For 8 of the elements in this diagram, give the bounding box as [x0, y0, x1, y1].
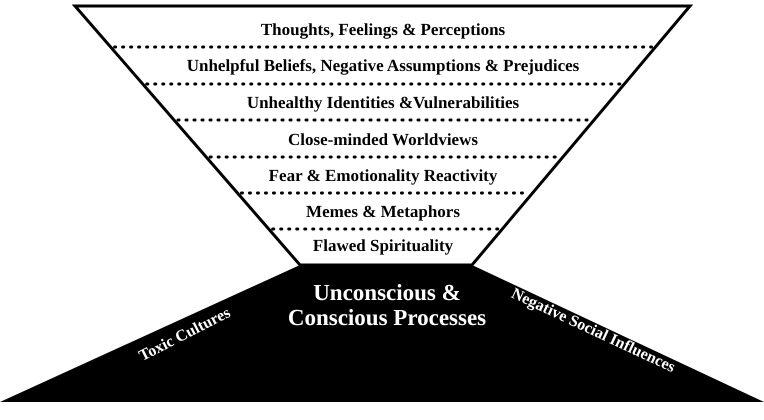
center-heading: Unconscious & Conscious Processes	[286, 280, 488, 330]
funnel-layer: Fear & Emotionality Reactivity	[268, 165, 498, 187]
funnel-layer: Unhelpful Beliefs, Negative Assumptions & Prejudices	[186, 55, 580, 77]
funnel-layer: Memes & Metaphors	[306, 201, 460, 223]
funnel-layer: Thoughts, Feelings & Perceptions	[260, 19, 506, 41]
funnel-layer: Close-minded Worldviews	[288, 129, 478, 151]
funnel-layer: Unhealthy Identities &Vulnerabilities	[246, 92, 520, 114]
funnel-layer: Flawed Spirituality	[312, 235, 454, 257]
